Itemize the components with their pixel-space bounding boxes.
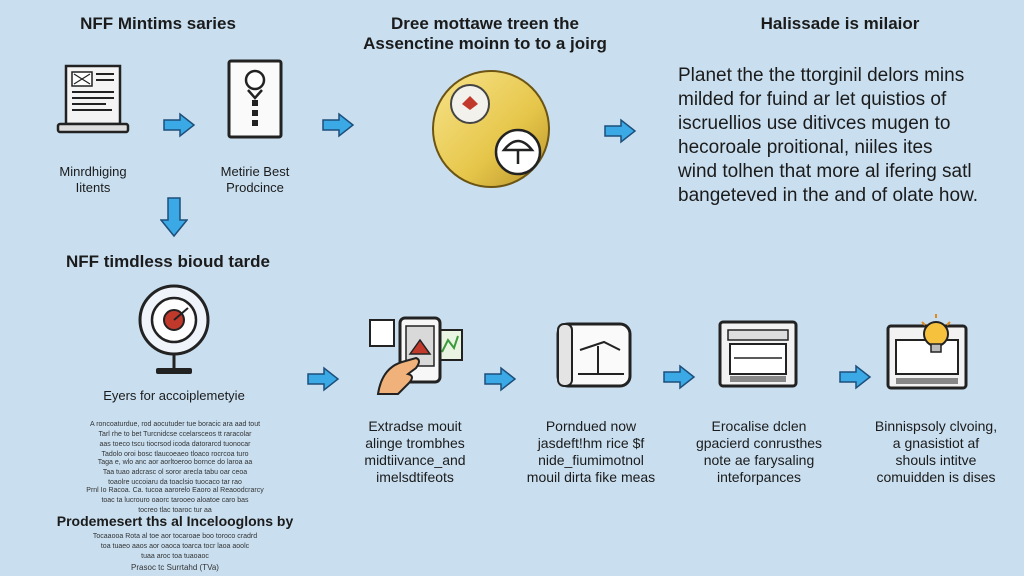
caption-line: note ae farysaling [703,452,815,468]
hand-phone-icon [368,316,464,396]
arrow-right-icon [483,366,517,392]
caption-line: nide_fiumimotnol [538,452,644,468]
bottom-step-caption: Extradse mouit alinge trombhes midtiivan… [340,418,490,486]
fine-print-block-3: Prnl Io Racoa. Ca. tucoa aarorelo Eaoro … [44,486,306,516]
caption-line: midtiivance_and [364,452,466,468]
caption-line: gpacierd conrusthes [695,435,823,451]
section2-title: NFF timdless bioud tarde [65,252,271,271]
step2-caption: Metirie Best Prodcince [200,164,310,196]
flow-title-center-line1: Dree mottawe treen the [391,14,579,33]
fine-print-line: Taga e, wlo anc aor aorltoeroo bornce do… [97,459,253,466]
fine-print-line: toa tuaeo aaos aor oaoca toarca tocr lao… [100,543,250,550]
fine-print-block-1: A roncoaturdue, rod aocutuder tue boraci… [44,420,306,460]
lightbulb-device-icon [884,312,970,392]
caption-line: Binnispsoly clvoing, [874,418,998,434]
fine-print-line: Taa tuao adcrasc ol soror arecla tabu oa… [102,469,248,476]
arrow-right-icon [603,118,637,144]
laptop-document-icon [56,62,130,138]
flow-title-center-line2: Assenctine moinn to to a joirg [363,34,607,53]
id-badge-icon [226,58,284,140]
bottom-step-caption: Porndued now jasdeft!hm rice $f nide_fiu… [516,418,666,486]
machine-device-icon [554,320,634,390]
caption-line: comuidden is dises [876,469,996,485]
target-caption: Eyers for accoiplemetyie [103,388,245,403]
caption-line: inteforpances [716,469,802,485]
step1-caption-line2: Iitents [75,180,111,195]
arrow-right-icon [838,364,872,390]
fine-print-line: toaolre uccoiaru da toaclsio tuocaco tar… [108,479,242,486]
caption-line: shouls intitve [895,452,977,468]
paragraph-line: iscruellios use ditivces mugen to [678,113,951,134]
desk-monitor-icon [716,318,800,392]
caption-line: a gnasistiot af [892,435,980,451]
step2-caption-line1: Metirie Best [220,164,290,179]
gold-coin-icon [428,66,554,192]
caption-line: jasdeft!hm rice $f [537,435,645,451]
arrow-right-icon [662,364,696,390]
arrow-down-icon [160,196,188,238]
fine-print-line: Tadolo oroi bosc tlaucoeaeo tloaco rocrc… [101,451,249,458]
caption-line: alinge trombhes [365,435,465,451]
flow-title-right: Halissade is milaior [760,14,920,33]
paragraph-line: wind tolhen that more al ifering satl [678,161,972,182]
caption-line: Extradse mouit [368,418,462,434]
step1-caption-line1: Minrdhiging [59,164,127,179]
fine-print-line: Tocaaooa Rota al toe aor tocaroae boo to… [92,533,258,540]
step2-caption-line2: Prodcince [226,180,284,195]
fine-print-line: A roncoaturdue, rod aocutuder tue boraci… [89,421,261,428]
flow-title-left: NFF Mintims saries [80,14,236,33]
arrow-right-icon [321,112,355,138]
bottom-heading: Prodemesert ths al Incelooglons by [56,513,294,529]
fine-print-line: toac ta lucrouro oaorc tarooeo aloatoe c… [101,497,249,504]
caption-line: mouil dirta fike meas [526,469,656,485]
fine-print-line: Prnl Io Racoa. Ca. tucoa aarorelo Eaoro … [86,487,264,494]
footer-note: Prasoc tc Surrtahd (TVa) [131,563,219,572]
flow-title-center: Dree mottawe treen the Assenctine moinn … [330,14,640,54]
description-paragraph: Planet the the ttorginil delors mins mil… [678,64,1008,208]
target-stand-icon [134,282,214,378]
arrow-right-icon [306,366,340,392]
paragraph-line: bangeteved in the and of olate how. [678,185,979,206]
bottom-step-caption: Binnispsoly clvoing, a gnasistiot af sho… [856,418,1016,486]
arrow-right-icon [162,112,196,138]
caption-line: imelsdtifeots [376,469,454,485]
caption-line: Erocalise dclen [711,418,807,434]
step1-caption: Minrdhiging Iitents [38,164,148,196]
fine-print-block-2: Taga e, wlo anc aor aorltoeroo bornce do… [44,458,306,488]
fine-print-line: tocreo tlac toaroc tur aa [138,507,212,514]
fine-print-line: Tarl rhe to bet Turcnidcse ccelarsceos t… [98,431,252,438]
bottom-step-caption: Erocalise dclen gpacierd conrusthes note… [684,418,834,486]
paragraph-line: Planet the the ttorginil delors mins [678,65,965,86]
caption-line: Porndued now [545,418,637,434]
fine-print-block-4: Tocaaooa Rota al toe aor tocaroae boo to… [44,532,306,562]
paragraph-line: hecoroale proitional, niiles ites [678,137,933,158]
paragraph-line: milded for fuind ar let quistios of [678,89,947,110]
fine-print-line: aas toeco tscu tiocrsod icoda datorarcd … [99,441,251,448]
fine-print-line: tuaa aroc toa tuaoaoc [141,553,209,560]
